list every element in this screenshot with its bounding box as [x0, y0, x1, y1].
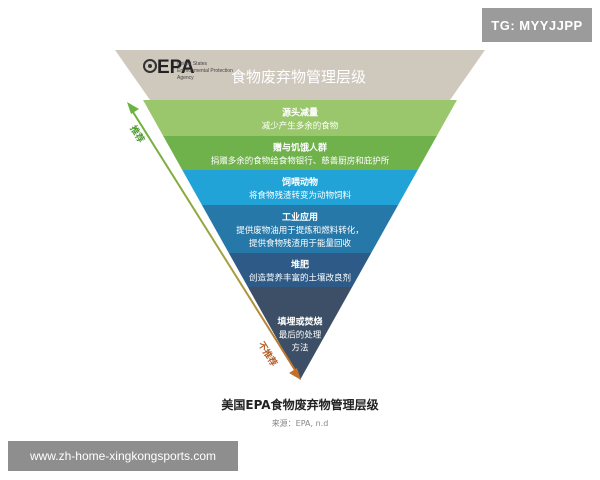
arrow-label-recommended: 推荐: [127, 123, 147, 145]
tier-heading-5: 堆肥: [291, 259, 309, 271]
epa-agency-line-3: Agency: [177, 75, 194, 81]
pyramid-tiers: 源头减量减少产生多余的食物赠与饥饿人群捐赠多余的食物给食物银行、慈善厨房和庇护所…: [143, 100, 457, 380]
tier-description-6-2: 方法: [291, 343, 308, 354]
tier-band-2: [163, 136, 437, 170]
tier-band-3: [182, 170, 418, 205]
tier-description-4-1: 提供废物油用于提炼和燃料转化，: [236, 225, 364, 236]
tier-description-2-1: 捐赠多余的食物给食物银行、慈善厨房和庇护所: [211, 156, 390, 167]
arrow-label-not-recommended: 不推荐: [255, 339, 279, 368]
tier-band-1: [143, 100, 457, 136]
footer-url-badge[interactable]: www.zh-home-xingkongsports.com: [8, 441, 238, 471]
tier-heading-1: 源头减量: [282, 107, 318, 119]
tier-description-3-1: 将食物残渣转变为动物饲料: [249, 190, 352, 201]
watermark-badge: TG: MYYJJPP: [482, 8, 592, 42]
figure-source: 来源：EPA, n.d: [271, 419, 329, 428]
epa-logo: EPA United States Environmental Protecti…: [143, 57, 233, 81]
epa-agency-line-2: Environmental Protection: [177, 68, 233, 74]
arrow-shaft: [132, 111, 296, 371]
epa-flower-center-icon: [148, 64, 152, 68]
arrow-head-down-icon: [289, 368, 301, 380]
tier-description-1-1: 减少产生多余的食物: [262, 121, 339, 132]
epa-agency-line-1: United States: [177, 61, 208, 67]
tier-description-6-1: 最后的处理: [279, 330, 322, 341]
pyramid-title: 食物废弃物管理层级: [231, 68, 366, 86]
epa-flower-icon: [143, 59, 157, 73]
tier-band-6: [247, 287, 353, 380]
tier-heading-4: 工业应用: [282, 211, 318, 223]
tier-band-5: [228, 253, 372, 287]
pyramid-header-band: [115, 50, 485, 100]
tier-heading-3: 饲喂动物: [281, 176, 318, 188]
arrow-head-up-icon: [127, 102, 139, 114]
tier-heading-6: 填埋或焚烧: [277, 316, 322, 328]
tier-description-4-2: 提供食物残渣用于能量回收: [249, 238, 352, 249]
tier-heading-2: 赠与饥饿人群: [273, 142, 327, 154]
epa-logo-text: EPA: [157, 57, 195, 78]
figure-caption: 美国EPA食物废弃物管理层级: [221, 398, 379, 412]
tier-band-4: [201, 205, 399, 253]
tier-description-5-1: 创造营养丰富的土壤改良剂: [249, 273, 351, 284]
